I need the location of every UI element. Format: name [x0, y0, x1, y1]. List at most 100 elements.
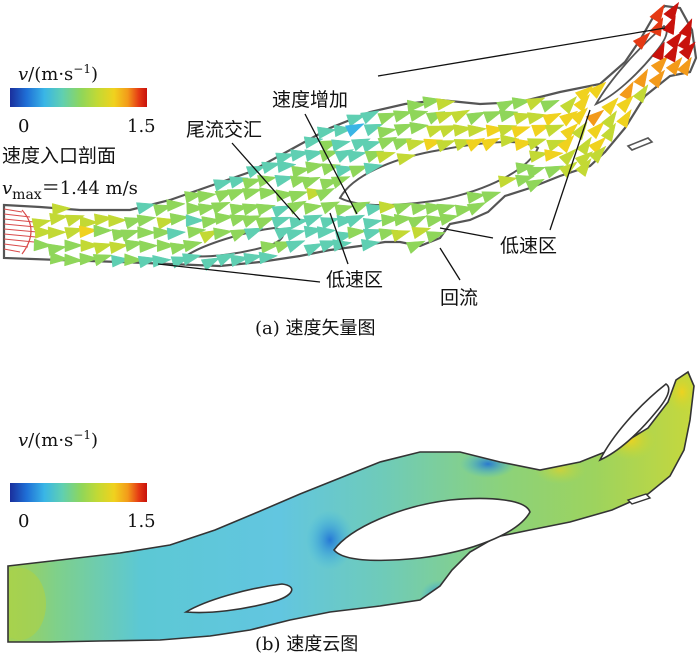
velocity-arrow	[526, 112, 547, 125]
velocity-arrow	[467, 124, 488, 138]
velocity-arrow	[663, 42, 679, 63]
velocity-arrow	[392, 110, 413, 123]
velocity-arrow	[331, 139, 352, 152]
velocity-arrow	[435, 140, 456, 153]
velocity-arrow	[450, 109, 471, 124]
velocity-arrow	[229, 228, 250, 242]
velocity-arrow	[200, 257, 221, 272]
velocity-arrow	[410, 202, 431, 216]
velocity-arrow	[64, 253, 84, 267]
velocity-arrow	[633, 68, 649, 89]
velocity-arrow	[124, 239, 145, 252]
velocity-arrow	[649, 16, 664, 37]
velocity-arrow	[136, 214, 157, 228]
velocity-arrow	[376, 151, 397, 164]
velocity-arrow	[49, 251, 70, 265]
velocity-arrow	[276, 160, 297, 174]
velocity-arrow	[525, 178, 546, 193]
velocity-arrow	[393, 213, 414, 227]
velocity-arrow	[288, 190, 309, 203]
velocity-arrow	[137, 226, 157, 239]
legend-a-max: 1.5	[127, 116, 156, 137]
velocity-arrow	[34, 226, 55, 239]
velocity-arrow	[156, 239, 176, 253]
velocity-arrow	[304, 149, 325, 162]
velocity-arrow	[64, 227, 85, 240]
leader-wake-merge	[231, 142, 301, 221]
velocity-arrow	[377, 126, 398, 140]
velocity-arrow	[213, 227, 233, 241]
velocity-arrow	[574, 151, 594, 168]
velocity-arrow	[93, 213, 114, 227]
velocity-arrow	[466, 191, 487, 204]
caption-b: (b) 速度云图	[255, 634, 358, 655]
velocity-arrow	[261, 161, 282, 175]
velocity-arrow	[515, 162, 536, 175]
velocity-arrow	[465, 137, 486, 152]
velocity-arrow	[511, 97, 532, 110]
panel-a: v/(m·s−1) 0 1.5 速度入口剖面 vmax＝1.44 m/s 速度增…	[2, 1, 698, 339]
velocity-arrow	[678, 17, 693, 38]
velocity-arrow	[439, 213, 460, 226]
velocity-arrow	[405, 139, 426, 152]
velocity-arrow	[496, 99, 517, 114]
velocity-arrow	[152, 254, 172, 268]
legend-a: v/(m·s−1) 0 1.5	[10, 62, 156, 137]
island-lower-left-b	[183, 583, 293, 614]
velocity-arrow	[526, 138, 548, 151]
velocity-arrow	[651, 41, 665, 62]
velocity-arrow	[662, 15, 676, 36]
velocity-arrow	[185, 214, 205, 227]
velocity-arrow	[542, 112, 563, 127]
velocity-arrow	[585, 109, 605, 127]
velocity-arrow	[93, 224, 113, 238]
velocity-arrow	[153, 226, 173, 240]
velocity-arrow	[258, 251, 279, 265]
velocity-arrow	[393, 202, 414, 216]
vmax-label: vmax＝1.44 m/s	[2, 178, 138, 203]
velocity-arrow	[663, 1, 680, 22]
velocity-arrow	[436, 203, 457, 217]
velocity-arrow	[497, 175, 518, 189]
velocity-arrow	[199, 229, 220, 244]
velocity-arrow	[587, 121, 605, 140]
velocity-arrow	[588, 81, 607, 100]
velocity-arrow	[676, 56, 692, 77]
velocity-arrow	[525, 97, 546, 111]
velocity-arrow	[347, 150, 368, 163]
caption-a: (a) 速度矢量图	[255, 318, 376, 339]
velocity-arrow	[347, 226, 367, 240]
velocity-arrow	[305, 161, 326, 174]
velocity-arrow	[438, 125, 460, 138]
velocity-arrow	[303, 214, 324, 228]
velocity-arrow	[377, 112, 398, 126]
legend-b-max: 1.5	[127, 511, 156, 532]
velocity-arrow	[215, 252, 236, 267]
velocity-arrow	[346, 114, 367, 127]
velocity-arrow	[320, 217, 341, 230]
velocity-arrow	[377, 136, 398, 150]
velocity-arrow	[108, 214, 128, 228]
velocity-arrow	[677, 31, 692, 52]
velocity-arrow	[619, 80, 634, 101]
legend-a-unit: v/(m·s−1)	[18, 62, 98, 85]
velocity-arrow	[396, 153, 417, 166]
velocity-arrow	[243, 252, 264, 266]
velocity-arrow	[64, 239, 84, 253]
label-low-speed-right: 低速区	[500, 235, 557, 257]
velocity-arrow	[544, 165, 565, 179]
legend-b-colorbar	[10, 483, 147, 502]
velocity-arrow	[411, 226, 432, 240]
river-outline-b	[7, 370, 695, 643]
velocity-arrow	[616, 108, 632, 129]
leader-low-speed-b	[329, 212, 349, 265]
velocity-arrow	[242, 188, 263, 201]
velocity-arrow	[453, 124, 473, 137]
velocity-arrow	[528, 150, 549, 163]
panel-b: v/(m·s−1) 0 1.5 (b) 速度云图	[7, 370, 695, 655]
velocity-arrow	[406, 99, 427, 113]
velocity-arrow	[51, 203, 72, 216]
velocity-arrow	[600, 122, 617, 143]
velocity-arrow	[303, 243, 324, 257]
island-small-a	[626, 137, 654, 151]
